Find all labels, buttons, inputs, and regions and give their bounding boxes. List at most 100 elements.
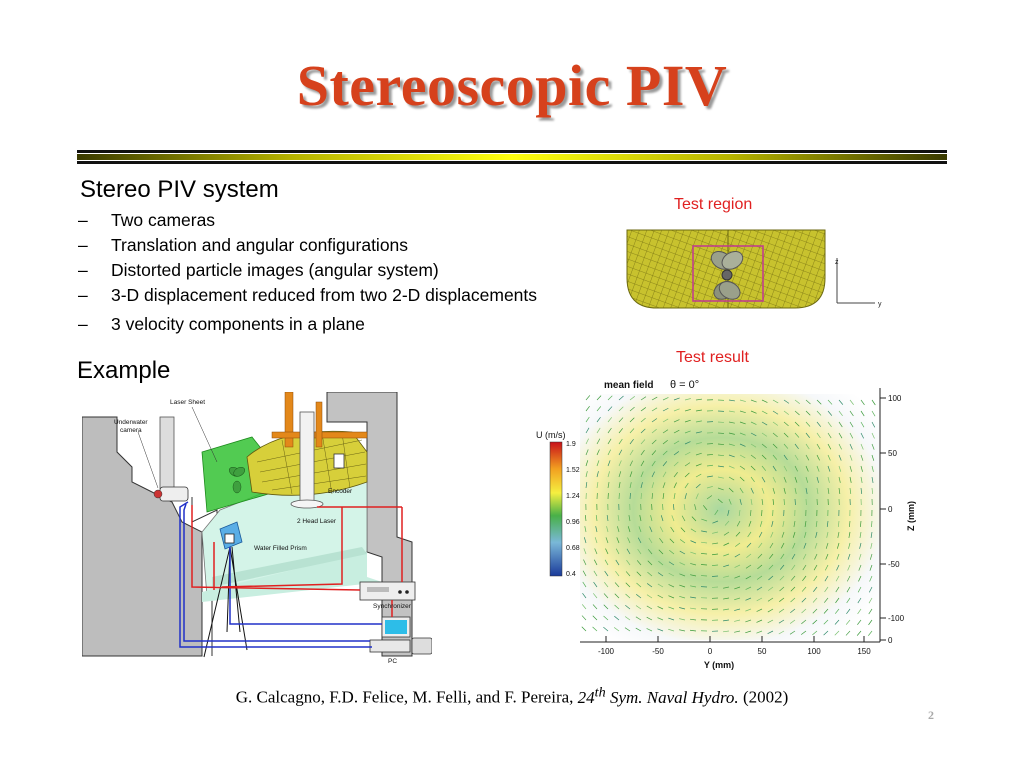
velocity-vector bbox=[684, 430, 691, 434]
velocity-vector bbox=[734, 586, 741, 590]
velocity-vector bbox=[769, 553, 774, 559]
velocity-vector bbox=[814, 553, 818, 560]
velocity-vector bbox=[870, 542, 873, 549]
velocity-vector bbox=[827, 443, 832, 450]
velocity-vector bbox=[739, 432, 746, 436]
velocity-vector bbox=[629, 492, 631, 500]
velocity-vector bbox=[761, 476, 766, 483]
velocity-vector bbox=[629, 428, 635, 434]
velocity-vector bbox=[772, 432, 778, 438]
velocity-vector bbox=[836, 553, 840, 560]
velocity-vector bbox=[668, 572, 675, 577]
velocity-vector bbox=[679, 562, 686, 566]
velocity-vector bbox=[695, 493, 699, 500]
velocity-vector bbox=[673, 440, 680, 445]
velocity-vector bbox=[734, 575, 741, 579]
velocity-vector bbox=[860, 421, 865, 428]
velocity-vector bbox=[604, 570, 609, 577]
velocity-vector bbox=[690, 563, 697, 566]
velocity-vector bbox=[857, 586, 862, 593]
velocity-vector bbox=[860, 443, 864, 450]
velocity-vector bbox=[767, 619, 774, 624]
velocity-vector bbox=[604, 582, 609, 588]
velocity-vector bbox=[838, 399, 844, 405]
velocity-vector bbox=[838, 454, 842, 461]
velocity-vector bbox=[739, 443, 746, 447]
velocity-vector bbox=[827, 399, 833, 405]
velocity-vector bbox=[846, 586, 851, 593]
velocity-vector bbox=[646, 616, 653, 621]
velocity-vector bbox=[646, 628, 653, 632]
velocity-vector bbox=[679, 629, 686, 632]
velocity-vector bbox=[596, 427, 601, 434]
velocity-vector bbox=[868, 630, 873, 636]
velocity-vector bbox=[618, 406, 624, 412]
velocity-vector bbox=[624, 627, 631, 632]
test-result-label: Test result bbox=[676, 349, 749, 366]
test-region-label: Test region bbox=[674, 196, 753, 213]
velocity-vector bbox=[756, 630, 763, 634]
velocity-vector bbox=[712, 531, 719, 534]
velocity-vector bbox=[792, 542, 796, 549]
velocity-vector bbox=[860, 476, 863, 483]
velocity-vector bbox=[849, 421, 854, 428]
velocity-vector bbox=[745, 575, 752, 580]
colorbar-tick-label: 0.96 bbox=[566, 519, 580, 526]
velocity-vector bbox=[846, 597, 851, 604]
velocity-vector bbox=[783, 476, 787, 483]
velocity-vector bbox=[712, 542, 719, 545]
velocity-vector bbox=[659, 538, 664, 544]
velocity-vector bbox=[673, 461, 679, 467]
velocity-vector bbox=[625, 571, 631, 577]
velocity-vector bbox=[781, 531, 785, 538]
velocity-vector bbox=[717, 498, 723, 504]
velocity-vector bbox=[745, 564, 752, 569]
velocity-vector bbox=[790, 575, 796, 581]
velocity-vector bbox=[772, 410, 779, 415]
velocity-vector bbox=[582, 581, 587, 588]
velocity-vector bbox=[640, 492, 642, 500]
velocity-vector bbox=[780, 542, 785, 549]
velocity-vector bbox=[701, 541, 708, 544]
velocity-vector bbox=[636, 560, 642, 566]
svg-text:Underwater: Underwater bbox=[114, 419, 148, 426]
colorbar-tick-label: 1.52 bbox=[566, 467, 580, 474]
velocity-vector bbox=[805, 421, 811, 427]
velocity-vector bbox=[618, 449, 623, 456]
velocity-vector bbox=[761, 487, 765, 494]
velocity-vector bbox=[712, 520, 719, 524]
velocity-vector bbox=[848, 542, 851, 549]
velocity-vector bbox=[812, 597, 818, 603]
velocity-vector bbox=[728, 465, 735, 469]
velocity-vector bbox=[834, 630, 840, 636]
velocity-vector bbox=[783, 399, 790, 404]
velocity-vector bbox=[662, 482, 666, 489]
velocity-vector bbox=[657, 594, 664, 599]
mean-field-label: mean field bbox=[604, 380, 653, 391]
velocity-vector bbox=[745, 619, 752, 623]
velocity-vector bbox=[780, 553, 785, 560]
x-tick-label: -50 bbox=[652, 647, 664, 656]
velocity-vector bbox=[827, 454, 831, 461]
velocity-vector bbox=[739, 498, 742, 505]
velocity-vector bbox=[617, 526, 620, 533]
velocity-vector bbox=[640, 449, 645, 456]
velocity-vector bbox=[585, 427, 590, 434]
velocity-vector bbox=[824, 564, 829, 571]
velocity-vector bbox=[728, 487, 734, 493]
velocity-vector bbox=[629, 406, 635, 412]
velocity-vector bbox=[805, 443, 810, 450]
colorbar bbox=[549, 441, 563, 577]
velocity-vector bbox=[846, 608, 851, 615]
velocity-vector bbox=[717, 454, 724, 457]
velocity-vector bbox=[596, 460, 600, 467]
velocity-vector bbox=[595, 526, 598, 533]
velocity-vector bbox=[871, 465, 874, 472]
velocity-vector bbox=[846, 575, 851, 582]
velocity-vector bbox=[812, 630, 818, 636]
velocity-vector bbox=[779, 564, 785, 570]
velocity-vector bbox=[592, 593, 598, 599]
velocity-vector bbox=[801, 586, 807, 592]
velocity-vector bbox=[836, 542, 840, 549]
velocity-vector bbox=[585, 438, 589, 445]
